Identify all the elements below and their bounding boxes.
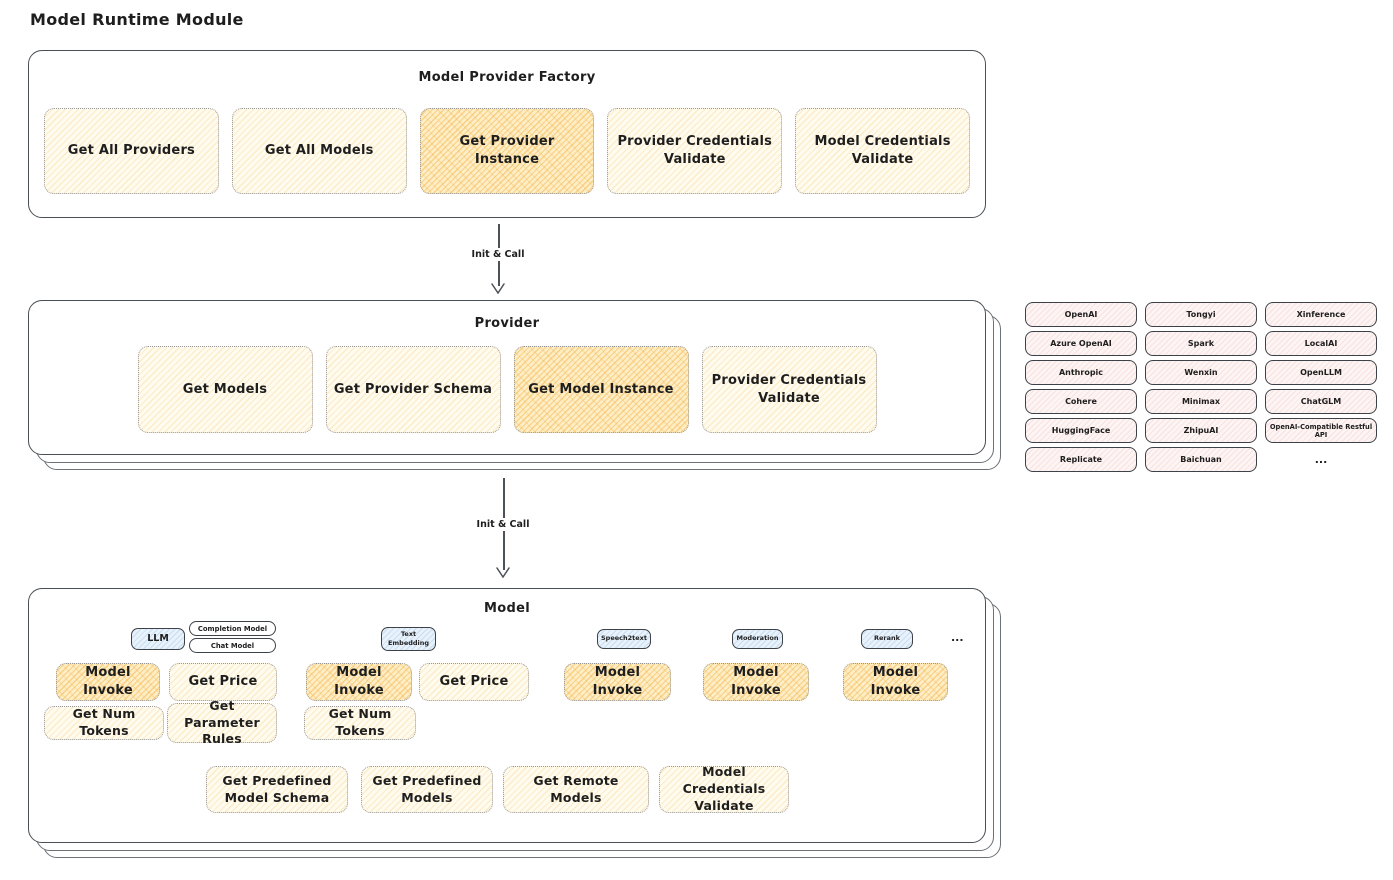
btn-provider-credentials-validate: Provider Credentials Validate	[607, 108, 783, 194]
btn-get-predefined-model-schema: Get Predefined Model Schema	[206, 766, 348, 813]
provider-title: Provider	[474, 316, 540, 331]
provider-button-row: Get Models Get Provider Schema Get Model…	[29, 346, 985, 433]
provider-pill-openllm: OpenLLM	[1265, 360, 1377, 385]
provider-pill-wenxin: Wenxin	[1145, 360, 1257, 385]
btn-get-price-llm: Get Price	[169, 663, 277, 701]
arrow-label-init-call: Init & Call	[472, 518, 534, 531]
model-tags-ellipsis: ...	[951, 631, 964, 644]
btn-model-invoke-llm: Model Invoke	[56, 663, 160, 701]
btn-get-model-instance: Get Model Instance	[513, 346, 689, 433]
btn-model-invoke-rerank: Model Invoke	[843, 663, 948, 701]
provider-pill-huggingface: HuggingFace	[1025, 418, 1137, 443]
btn-get-all-providers: Get All Providers	[44, 108, 219, 194]
btn-get-models: Get Models	[137, 346, 313, 433]
factory-title: Model Provider Factory	[418, 70, 596, 85]
provider-pill-azure-openai: Azure OpenAI	[1025, 331, 1137, 356]
factory-box: Model Provider Factory Get All Providers…	[28, 50, 986, 218]
provider-list-ellipsis: ...	[1314, 453, 1328, 466]
btn-get-price-text-embedding: Get Price	[419, 663, 529, 701]
btn-get-parameter-rules: Get Parameter Rules	[167, 698, 277, 746]
provider-list: OpenAI Tongyi Xinference Azure OpenAI Sp…	[1025, 302, 1377, 472]
factory-button-row: Get All Providers Get All Models Get Pro…	[44, 108, 970, 194]
btn-model-credentials-validate-2: Model Credentials Validate	[659, 764, 789, 813]
model-title: Model	[484, 601, 530, 616]
provider-pill-chatglm: ChatGLM	[1265, 389, 1377, 414]
btn-model-credentials-validate: Model Credentials Validate	[795, 108, 970, 194]
arrow-label-init-call: Init & Call	[467, 248, 529, 261]
model-box: Model LLM Completion Model Chat Model Te…	[28, 588, 986, 843]
btn-get-provider-schema: Get Provider Schema	[325, 346, 501, 433]
provider-pill-openai-compatible: OpenAI-Compatible Restful API	[1265, 418, 1377, 443]
provider-pill-spark: Spark	[1145, 331, 1257, 356]
arrow-head-icon	[491, 283, 505, 294]
btn-model-invoke-text-embedding: Model Invoke	[306, 663, 412, 701]
tag-llm: LLM	[131, 628, 185, 650]
provider-pill-replicate: Replicate	[1025, 447, 1137, 472]
provider-pill-cohere: Cohere	[1025, 389, 1137, 414]
btn-model-invoke-moderation: Model Invoke	[703, 663, 809, 701]
arrow-head-icon	[496, 567, 510, 578]
tag-completion-model: Completion Model	[189, 621, 276, 636]
tag-speech2text: Speech2text	[597, 629, 651, 649]
provider-pill-localai: LocalAI	[1265, 331, 1377, 356]
provider-pill-baichuan: Baichuan	[1145, 447, 1257, 472]
provider-pill-minimax: Minimax	[1145, 389, 1257, 414]
btn-get-predefined-models: Get Predefined Models	[361, 766, 493, 813]
page-title: Model Runtime Module	[30, 10, 244, 29]
arrow-factory-to-provider: Init & Call	[467, 224, 529, 294]
tag-rerank: Rerank	[861, 629, 913, 649]
btn-get-num-tokens-text-embedding: Get Num Tokens	[304, 706, 416, 740]
provider-pill-xinference: Xinference	[1265, 302, 1377, 327]
provider-pill-tongyi: Tongyi	[1145, 302, 1257, 327]
tag-text-embedding: Text Embedding	[381, 627, 436, 651]
btn-model-invoke-speech2text: Model Invoke	[564, 663, 671, 701]
tag-chat-model: Chat Model	[189, 638, 276, 653]
btn-get-provider-instance: Get Provider Instance	[419, 108, 595, 194]
provider-pill-anthropic: Anthropic	[1025, 360, 1137, 385]
provider-pill-zhipuai: ZhipuAI	[1145, 418, 1257, 443]
arrow-provider-to-model: Init & Call	[472, 478, 534, 578]
btn-get-remote-models: Get Remote Models	[503, 766, 649, 813]
provider-box: Provider Get Models Get Provider Schema …	[28, 300, 986, 455]
tag-moderation: Moderation	[732, 629, 783, 649]
provider-pill-openai: OpenAI	[1025, 302, 1137, 327]
btn-get-all-models: Get All Models	[231, 108, 407, 194]
btn-get-num-tokens-llm: Get Num Tokens	[44, 706, 164, 740]
btn-provider-credentials-validate-2: Provider Credentials Validate	[701, 346, 877, 433]
